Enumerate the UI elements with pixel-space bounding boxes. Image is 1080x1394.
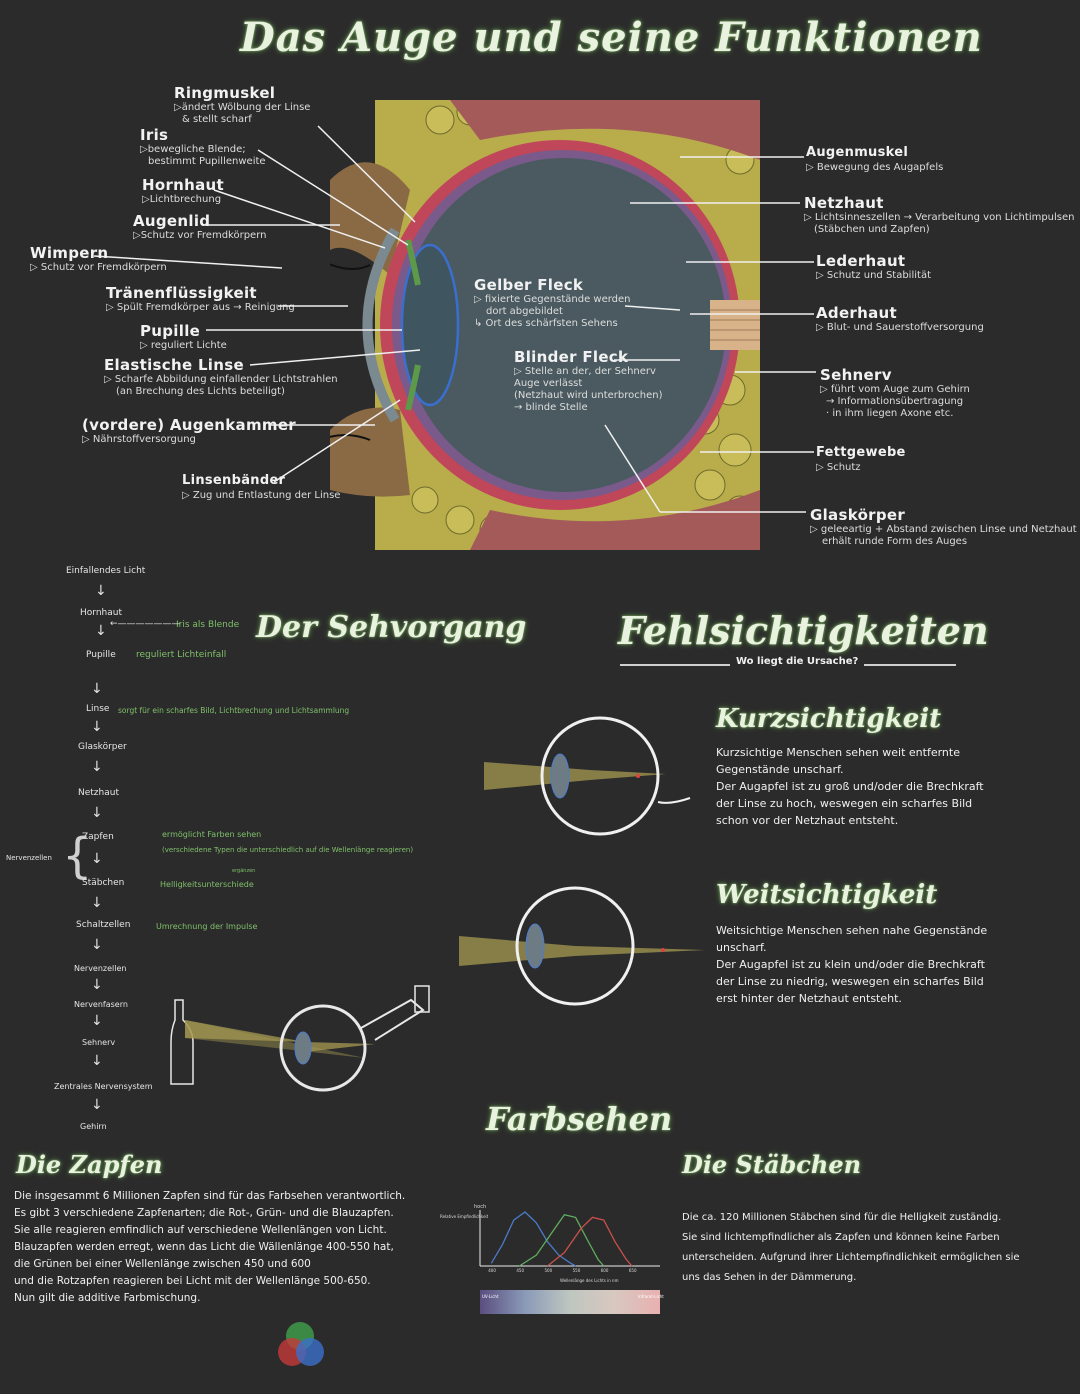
flow-note-schaltzellen: Umrechnung der Impulse xyxy=(156,922,258,931)
vitreous-body xyxy=(402,158,726,492)
page-title: Das Auge und seine Funktionen xyxy=(240,14,983,61)
fehlsicht-subtitle: Wo liegt die Ursache? xyxy=(730,656,865,667)
label-augenmuskel: Augenmuskel ▷ Bewegung des Augapfels xyxy=(806,145,944,173)
cornea xyxy=(362,227,400,423)
flow-note-pupille: reguliert Lichteinfall xyxy=(136,650,227,660)
flow-step-zns: Zentrales Nervensystem xyxy=(54,1082,153,1091)
additive-color-mixing xyxy=(278,1322,324,1366)
chart-uv-label: UV-Licht xyxy=(482,1294,499,1299)
lower-muscle xyxy=(470,490,760,550)
optic-nerve xyxy=(710,300,760,350)
fehlsicht-title: Fehlsichtigkeiten xyxy=(618,608,989,653)
flow-step-schaltzellen: Schaltzellen xyxy=(76,920,131,930)
kurz-text: Kurzsichtige Menschen sehen weit entfern… xyxy=(716,746,984,827)
staebchen-title: Die Stäbchen xyxy=(682,1150,862,1179)
label-iris: Iris ▷bewegliche Blende; bestimmt Pupill… xyxy=(140,126,266,167)
chart-ir-label: Infrarot-Licht xyxy=(638,1294,664,1299)
chart-xlabel: Wellenlänge des Lichts in nm xyxy=(560,1278,619,1283)
label-linsenbaender: Linsenbänder ▷ Zug und Entlastung der Li… xyxy=(182,473,341,501)
flow-note-zapfen-types: (verschiedene Typen die unterschiedlich … xyxy=(162,846,414,854)
flow-note-staebchen: Helligkeitsunterschiede xyxy=(160,880,254,889)
label-lederhaut: Lederhaut ▷ Schutz und Stabilität xyxy=(816,252,931,281)
kurzsicht-diagram xyxy=(484,716,691,836)
flow-step-sehnerv: Sehnerv xyxy=(82,1038,116,1047)
sehvorgang-illustration xyxy=(170,985,430,1092)
chart-tick-label: 650 xyxy=(629,1268,637,1273)
flow-step-pupille: Pupille xyxy=(86,650,116,660)
weit-title: Weitsichtigkeit xyxy=(716,880,938,910)
flow-step-nervenzellen: Nervenzellen xyxy=(74,964,127,973)
flow-step-glaskoerper: Glaskörper xyxy=(78,742,127,752)
label-blinder-fleck: Blinder Fleck ▷ Stelle an der, der Sehne… xyxy=(514,348,663,413)
sehvorgang-title: Der Sehvorgang xyxy=(256,610,527,645)
label-pupille: Pupille ▷ reguliert Lichte xyxy=(140,322,227,351)
label-sehnerv: Sehnerv ▷ führt vom Auge zum Gehirn → In… xyxy=(820,366,970,419)
flow-step-netzhaut: Netzhaut xyxy=(78,788,119,798)
spectrum-bar xyxy=(480,1290,660,1314)
bottle-object xyxy=(170,999,194,1085)
label-aderhaut: Aderhaut ▷ Blut- und Sauerstoffversorgun… xyxy=(816,304,984,333)
flow-note-linse: sorgt für ein scharfes Bild, Lichtbrechu… xyxy=(118,706,350,715)
label-gelber-fleck: Gelber Fleck ▷ fixierte Gegenstände werd… xyxy=(474,276,631,329)
chart-tick-label: 550 xyxy=(573,1268,581,1273)
chart-ylabel: Relative Empfindlichkeit xyxy=(440,1214,489,1219)
chart-tick-label: 500 xyxy=(545,1268,553,1273)
flow-note-ergaenzen: ergänzen xyxy=(232,868,256,874)
eye-diagram xyxy=(330,100,760,550)
chart-tick-label: 400 xyxy=(488,1268,496,1273)
flow-label-nervenzellen: Nervenzellen xyxy=(6,854,52,862)
label-augenkammer: (vordere) Augenkammer ▷ Nährstoffversorg… xyxy=(82,416,296,445)
flow-step-nervenfasern: Nervenfasern xyxy=(74,1000,128,1009)
chart-series-line-0 xyxy=(490,1211,576,1267)
chart-tick-label: 600 xyxy=(601,1268,609,1273)
sehvorgang-eye xyxy=(279,1004,367,1092)
flow-step-hornhaut: Hornhaut xyxy=(80,608,122,618)
label-wimpern: Wimpern ▷ Schutz vor Fremdkörpern xyxy=(30,244,167,273)
flow-step-zapfen: Zapfen xyxy=(82,832,114,842)
flow-step-einfallendes-licht: Einfallendes Licht xyxy=(66,566,146,576)
zapfen-text: Die insgesammt 6 Millionen Zapfen sind f… xyxy=(14,1190,406,1304)
flow-note-zapfen: ermöglicht Farben sehen xyxy=(162,830,262,839)
farbsehen-title: Farbsehen xyxy=(486,1100,673,1138)
upper-muscle xyxy=(450,100,760,160)
staebchen-text: Die ca. 120 Millionen Stäbchen sind für … xyxy=(682,1212,1020,1283)
label-glaskoerper: Glaskörper ▷ geleeartig + Abstand zwisch… xyxy=(810,506,1077,547)
weit-text: Weitsichtige Menschen sehen nahe Gegenst… xyxy=(716,924,988,1005)
label-ringmuskel: Ringmuskel ▷ändert Wölbung der Linse & s… xyxy=(174,84,311,125)
sensitivity-chart: Relative Empfindlichkeit hoch 400 450 500 5… xyxy=(440,1204,664,1314)
flow-step-gehirn: Gehirn xyxy=(80,1122,107,1131)
chart-series-line-2 xyxy=(547,1216,633,1267)
label-hornhaut: Hornhaut ▷Lichtbrechung xyxy=(142,176,224,205)
label-augenlid: Augenlid ▷Schutz vor Fremdkörpern xyxy=(133,212,267,241)
chart-series-line-1 xyxy=(519,1213,605,1267)
chart-tick-label: 450 xyxy=(516,1268,524,1273)
flow-step-staebchen: Stäbchen xyxy=(82,878,125,888)
flow-step-linse: Linse xyxy=(86,704,110,714)
zapfen-title: Die Zapfen xyxy=(16,1150,163,1179)
weitsicht-diagram xyxy=(459,886,705,1006)
chart-ytop-label: hoch xyxy=(474,1204,486,1210)
label-pointer-lines xyxy=(93,125,816,513)
kurz-title: Kurzsichtigkeit xyxy=(716,704,942,734)
label-traenenfluessigkeit: Tränenflüssigkeit ▷ Spült Fremdkörper au… xyxy=(106,284,295,313)
lower-eyelid xyxy=(330,407,410,497)
label-netzhaut: Netzhaut ▷ Lichtsinneszellen → Verarbeit… xyxy=(804,194,1075,235)
iris xyxy=(405,239,421,286)
label-fettgewebe: Fettgewebe ▷ Schutz xyxy=(816,445,906,473)
eyelashes xyxy=(330,263,371,270)
label-linse: Elastische Linse ▷ Scharfe Abbildung ein… xyxy=(104,356,338,397)
flow-note-iris: Iris als Blende xyxy=(176,620,240,630)
